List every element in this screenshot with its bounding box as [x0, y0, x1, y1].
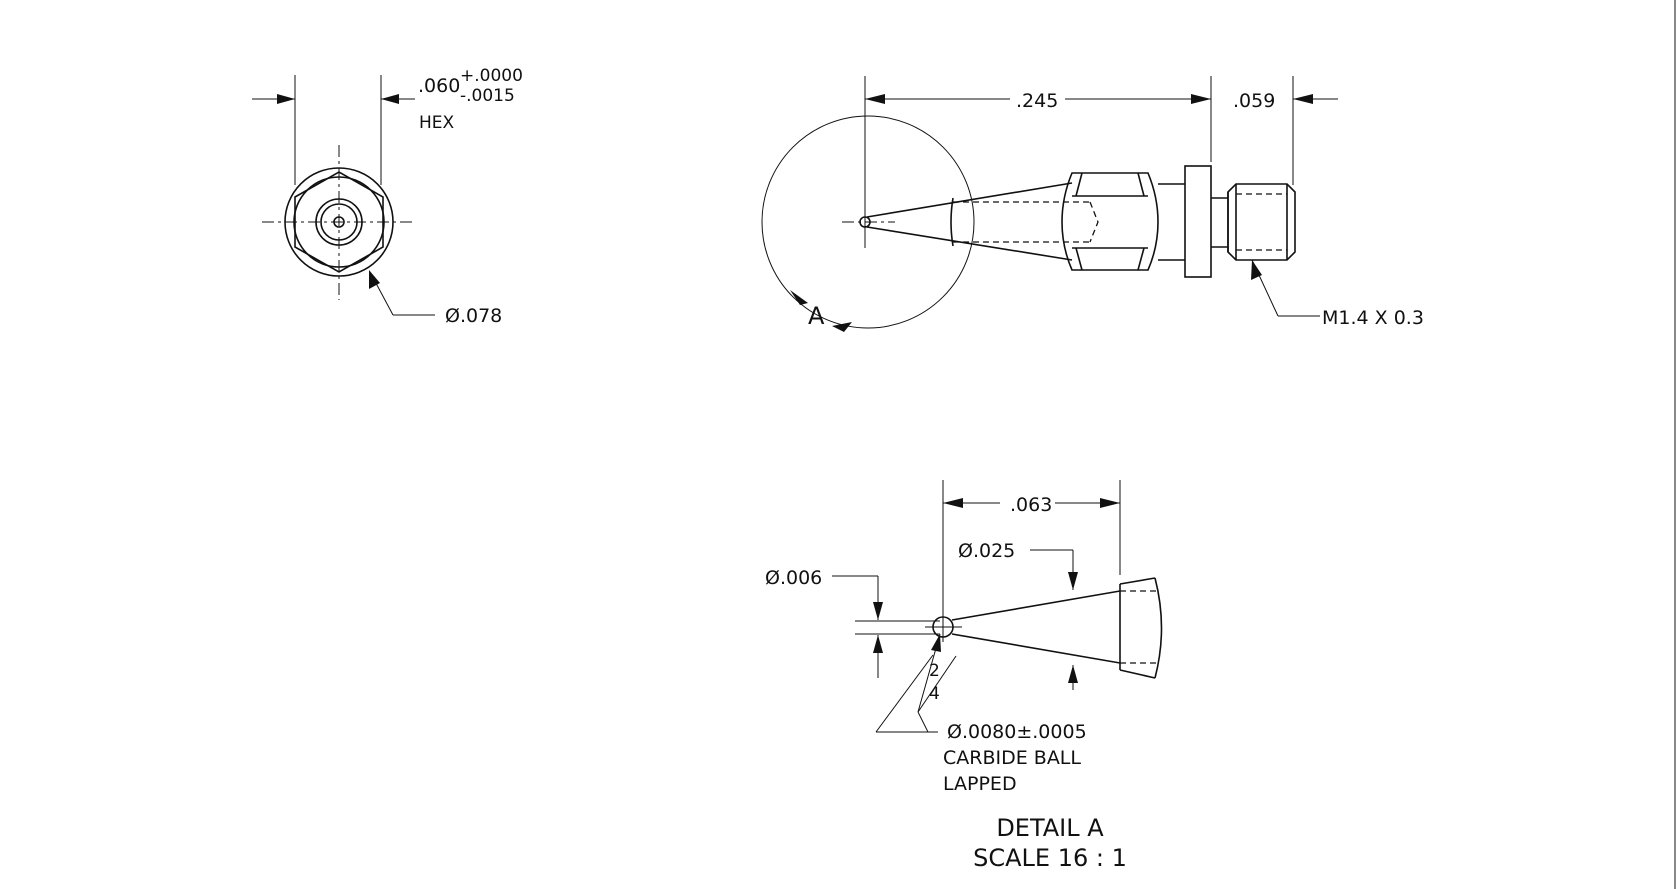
detail-dimension-063: .063: [1010, 494, 1052, 516]
side-view: .245 .059 A: [761, 76, 1424, 332]
hex-dimension-tol-plus: +.0000: [460, 66, 523, 86]
ball-note-lapped: LAPPED: [943, 773, 1017, 795]
hex-dimension-nominal: .060: [418, 75, 460, 97]
detail-view: .063 Ø.025 Ø.006 2 4: [765, 480, 1163, 872]
detail-cone-diameter: Ø.025: [958, 540, 1015, 562]
finish-value-bottom: 4: [929, 684, 940, 704]
finish-value-top: 2: [929, 661, 940, 681]
hex-label: HEX: [419, 113, 455, 133]
detail-scale: SCALE 16 : 1: [973, 844, 1127, 872]
thread-callout: M1.4 X 0.3: [1322, 307, 1424, 329]
hex-dimension-tol-minus: -.0015: [460, 86, 515, 106]
end-view: .060 +.0000 -.0015 HEX Ø.078: [252, 66, 523, 327]
dimension-245: .245: [1016, 90, 1058, 112]
dimension-059: .059: [1233, 90, 1275, 112]
detail-tip-diameter: Ø.006: [765, 567, 822, 589]
ball-diameter-callout: Ø.0080±.0005: [947, 721, 1087, 743]
detail-title: DETAIL A: [996, 814, 1104, 842]
ball-note-carbide: CARBIDE BALL: [943, 747, 1081, 769]
diameter-callout-078: Ø.078: [445, 305, 502, 327]
detail-marker-a: A: [808, 302, 825, 330]
